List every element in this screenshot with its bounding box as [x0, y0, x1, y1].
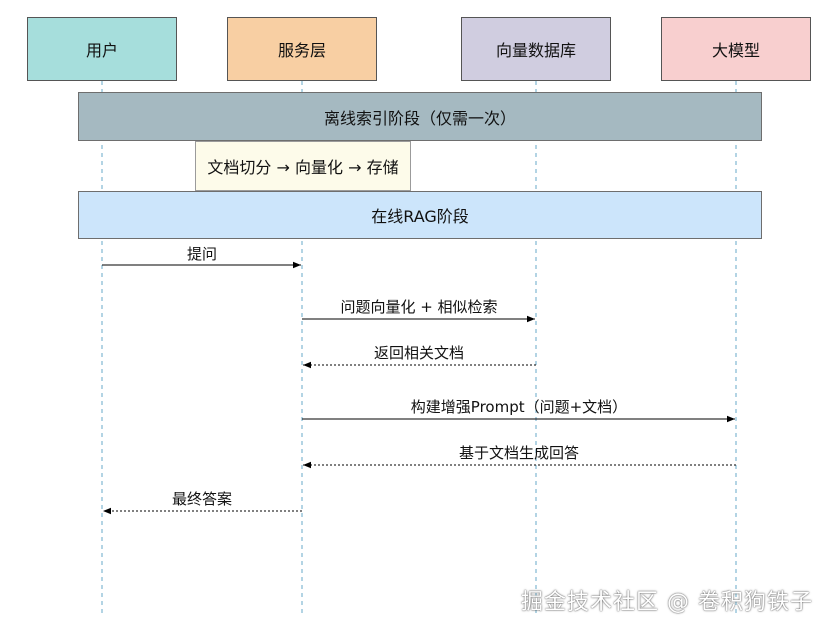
participant-vectordb: 向量数据库 — [461, 17, 611, 81]
offline-phase-band: 离线索引阶段（仅需一次） — [78, 92, 762, 141]
offline-steps-label: 文档切分 → 向量化 → 存储 — [207, 158, 399, 177]
message-label-generate-answer: 基于文档生成回答 — [458, 444, 580, 462]
offline-steps-note: 文档切分 → 向量化 → 存储 — [195, 141, 411, 191]
message-label-build-prompt: 构建增强Prompt（问题+文档） — [410, 398, 628, 416]
online-phase-band: 在线RAG阶段 — [78, 191, 762, 239]
online-phase-label: 在线RAG阶段 — [371, 207, 469, 226]
participant-service-label: 服务层 — [277, 41, 326, 60]
message-label-final-answer: 最终答案 — [171, 490, 233, 508]
participant-user-label: 用户 — [85, 41, 118, 60]
participant-llm: 大模型 — [661, 17, 811, 81]
participant-user: 用户 — [27, 17, 177, 81]
message-label-return-docs: 返回相关文档 — [373, 344, 465, 362]
participant-service: 服务层 — [227, 17, 377, 81]
offline-phase-label: 离线索引阶段（仅需一次） — [323, 108, 516, 128]
message-label-vector-search: 问题向量化 + 相似检索 — [340, 298, 498, 316]
watermark: 掘金技术社区 @ 卷积狗铁子 — [521, 590, 813, 615]
message-label-ask: 提问 — [186, 245, 218, 263]
participant-vectordb-label: 向量数据库 — [495, 41, 576, 60]
participant-llm-label: 大模型 — [711, 41, 760, 60]
